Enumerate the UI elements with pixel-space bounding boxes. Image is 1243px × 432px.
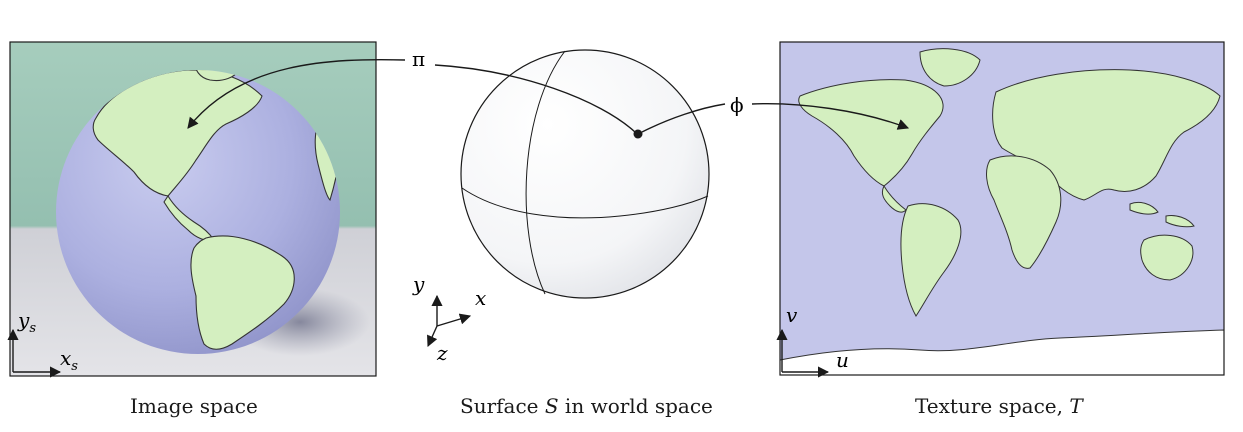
phi-label: ϕ <box>730 93 744 117</box>
image-frame <box>9 41 377 377</box>
mapping-arrows <box>187 58 910 133</box>
sphere-equator <box>461 187 709 219</box>
texture-axis-v-label: v <box>786 303 798 327</box>
surface-sphere <box>460 49 710 299</box>
texture-frame <box>779 41 1225 376</box>
world-axis-y-label: y <box>412 272 425 296</box>
phi-arrow <box>751 103 910 130</box>
image-space-panel: ys xs <box>7 41 377 378</box>
world-space-caption: Surface S in world space <box>460 394 713 418</box>
image-axes <box>7 328 62 378</box>
pi-label: π <box>412 47 425 71</box>
sphere-meridian <box>525 50 566 295</box>
image-space-caption: Image space <box>130 394 258 418</box>
world-axis-x-label: x <box>475 286 486 310</box>
world-axis-z-label: z <box>436 341 448 365</box>
pi-arrow-to-point <box>434 64 636 133</box>
globe-continents <box>92 70 340 350</box>
texture-axis-u-label: u <box>836 348 849 372</box>
image-axis-y-label: ys <box>17 308 36 336</box>
world-axes <box>427 294 472 348</box>
texture-continents <box>798 48 1221 317</box>
phi-arrow-from-point <box>641 103 726 133</box>
surface-point <box>633 129 643 139</box>
texture-space-caption: Texture space, T <box>915 394 1083 418</box>
texture-antarctica <box>779 329 1225 376</box>
world-space-panel: y x z <box>412 49 710 365</box>
texture-space-panel: v u <box>776 41 1225 378</box>
texture-axes <box>776 328 830 378</box>
image-axis-x-label: xs <box>60 346 78 374</box>
pi-arrow <box>187 58 406 129</box>
